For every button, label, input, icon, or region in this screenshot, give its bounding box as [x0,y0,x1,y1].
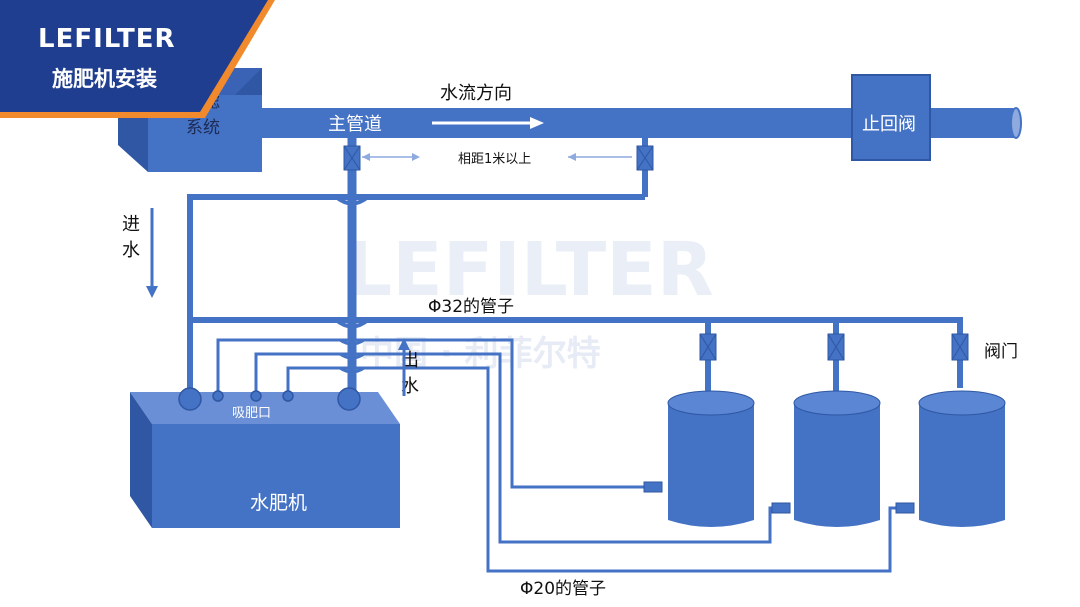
water-in-label-2: 水 [122,240,140,261]
valve-icon [636,145,654,171]
flow-direction-label: 水流方向 [440,83,512,104]
tank [793,390,881,527]
main-pipe-label[interactable]: 主管道 [328,114,382,135]
water-in-arrow [146,208,158,298]
machine-ports [178,387,361,411]
brand-logo: LEFILTER [38,24,176,54]
distance-label: 相距1米以上 [458,152,531,167]
banner-title: 施肥机安装 [52,67,157,91]
suction-port-label: 吸肥口 [232,406,271,421]
brand-banner [0,0,275,118]
check-valve-label: 止回阀 [862,114,916,135]
watermark-logo: LEFILTER [345,227,714,313]
valve-label: 阀门 [984,342,1018,362]
pipe-32-label: Φ32的管子 [428,297,514,317]
tank [918,390,1006,527]
water-out-arrow [398,338,410,396]
flow-direction-arrow [432,117,544,129]
coil-fittings [339,338,365,374]
inlet-pipe [187,194,645,395]
pipe-connectors [643,481,915,514]
filter-system-label: 系统 [186,118,220,138]
distance-arrows [362,153,632,161]
valve-icon [827,333,845,361]
fertilizer-machine [130,392,400,528]
main-pipe-end [1010,107,1022,139]
valve-icon [699,333,717,361]
pipe-32 [190,317,963,388]
valve-icon [951,333,969,361]
water-in-label-1: 进 [122,214,140,235]
pipe-20-label: Φ20的管子 [520,579,606,599]
valve-icon [343,145,361,171]
machine-label: 水肥机 [250,492,307,514]
tank [667,390,755,527]
suction-pipes [216,338,904,573]
check-valve-box [851,74,931,161]
